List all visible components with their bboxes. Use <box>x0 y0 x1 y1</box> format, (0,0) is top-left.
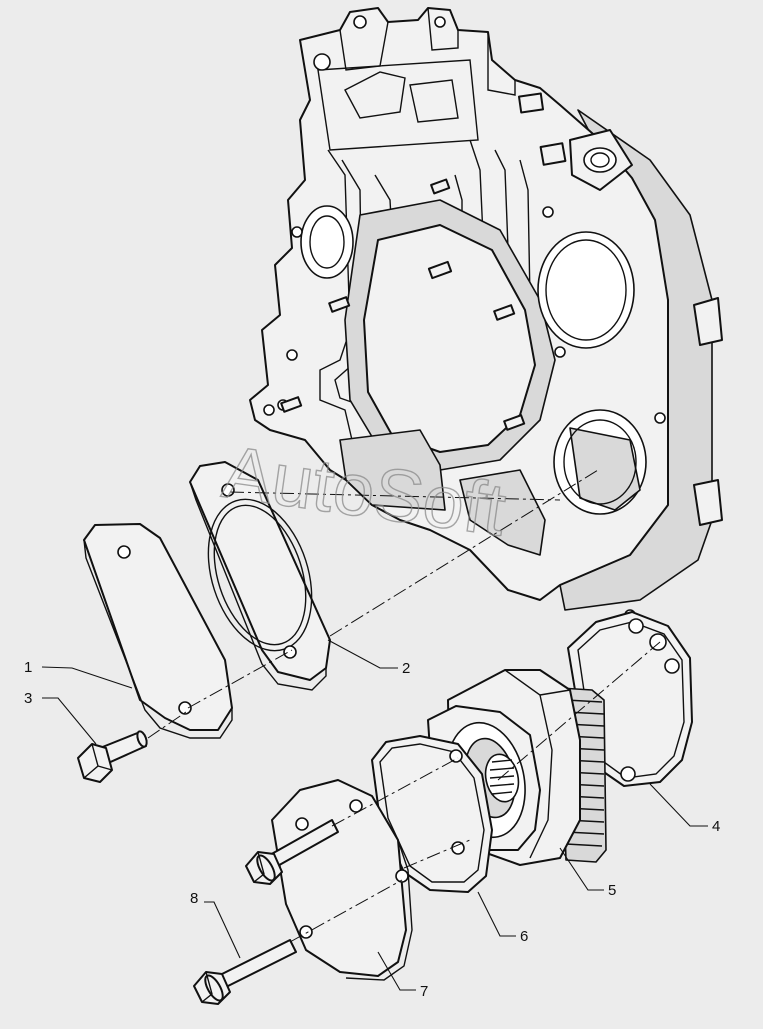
engine-housing <box>249 7 723 621</box>
bolt-3 <box>77 730 148 783</box>
callout-6: 6 <box>520 928 528 945</box>
callout-4: 4 <box>712 818 720 835</box>
gasket-2 <box>189 461 331 691</box>
callout-8: 8 <box>190 890 198 907</box>
callout-1: 1 <box>24 659 32 676</box>
callout-3: 3 <box>24 690 32 707</box>
callout-5: 5 <box>608 882 616 899</box>
cover-plate-1 <box>83 523 233 739</box>
leader-lines <box>41 639 708 991</box>
bolt-8-lower <box>193 939 297 1005</box>
callout-2: 2 <box>402 660 410 677</box>
assembly-axes <box>147 469 661 943</box>
bolt-8-upper <box>245 819 339 885</box>
callout-7: 7 <box>420 983 428 1000</box>
pump-cover-7 <box>271 779 413 981</box>
